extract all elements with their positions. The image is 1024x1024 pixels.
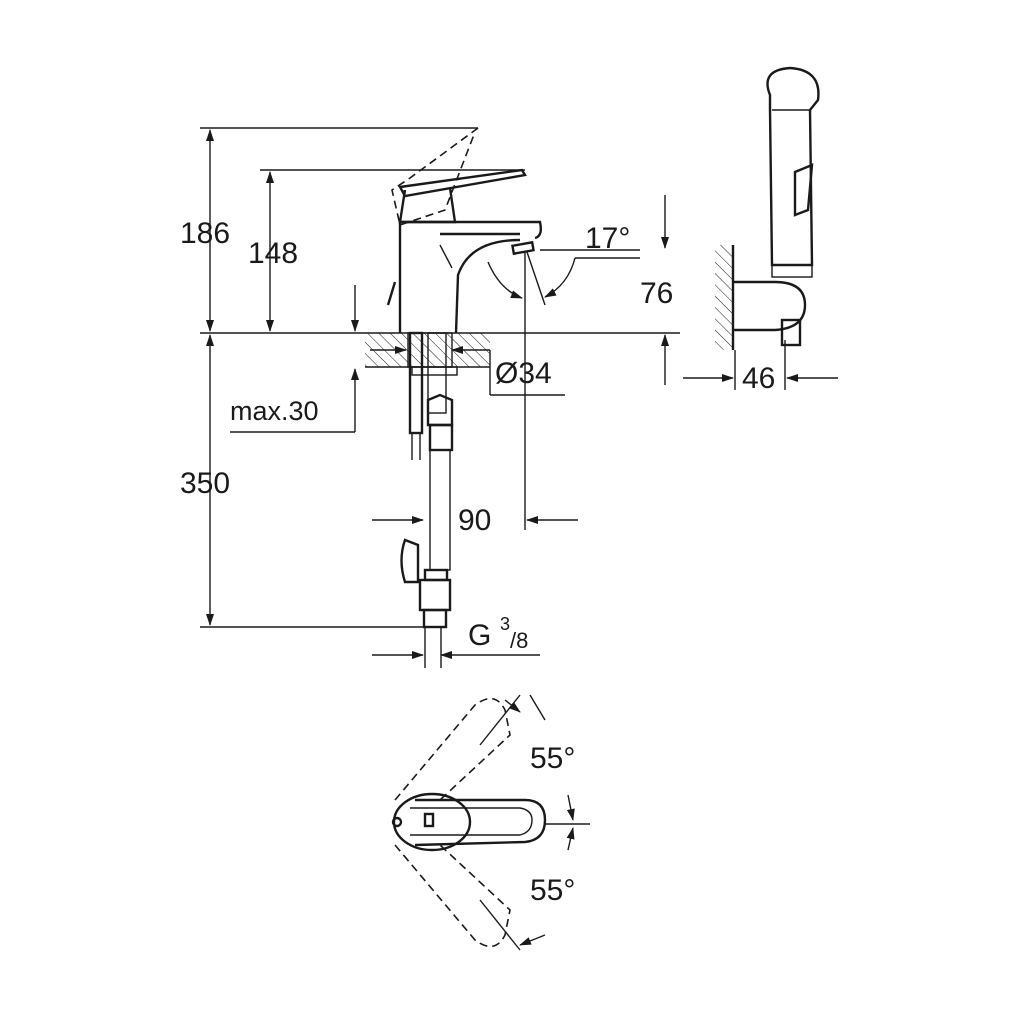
dimension-arrows — [206, 129, 838, 659]
rotation-down-label: 55° — [530, 874, 575, 907]
dim-148-label: 148 — [248, 237, 298, 270]
faucet-top-view — [391, 694, 590, 951]
thread-numerator-label: 3 — [500, 614, 510, 634]
faucet-side-view — [365, 127, 543, 668]
reference-lines — [200, 127, 680, 628]
dim-350-label: 350 — [180, 467, 230, 500]
dim-90-label: 90 — [458, 504, 491, 537]
dim-186-label: 186 — [180, 217, 230, 250]
rotation-up-label: 55° — [530, 742, 575, 775]
thread-prefix-label: G — [468, 619, 491, 652]
dim-46-label: 46 — [742, 362, 775, 395]
dim-17deg-label: 17° — [585, 222, 630, 255]
thread-denominator-label: /8 — [510, 628, 528, 653]
dim-max30-label: max.30 — [230, 396, 319, 426]
hand-shower — [715, 66, 820, 350]
dim-diameter-label: Ø34 — [495, 357, 552, 390]
dim-76-label: 76 — [640, 277, 673, 310]
